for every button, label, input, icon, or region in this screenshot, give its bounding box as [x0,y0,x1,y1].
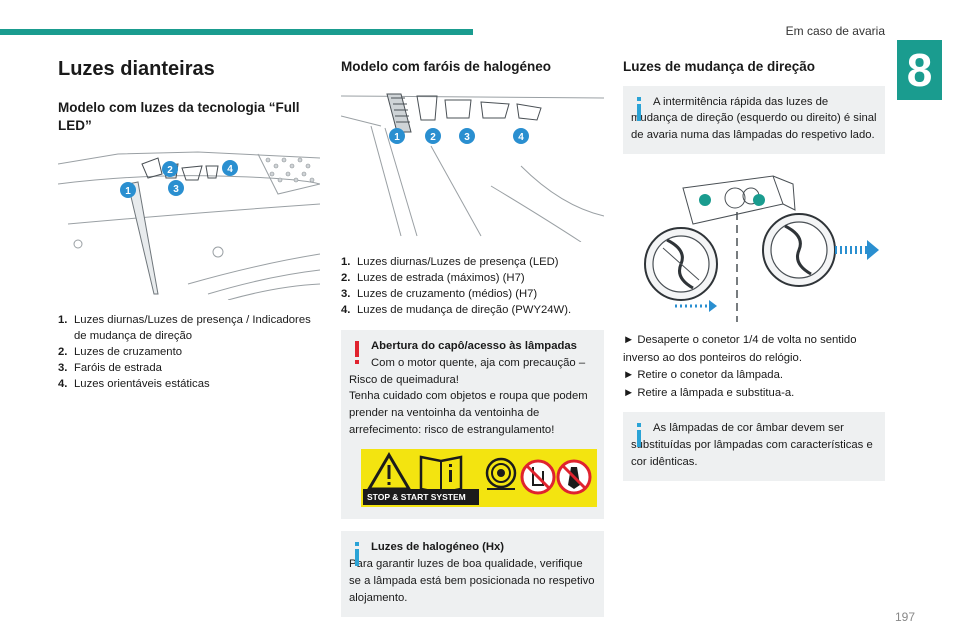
legend-item: 3.Faróis de estrada [58,362,162,375]
header-accent-bar [0,29,473,35]
amber-bulb-info-box: As lâmpadas de cor âmbar devem ser subst… [623,412,885,482]
callout-3: 3 [168,180,184,197]
step-item: ► Retire a lâmpada e substitua-a. [623,386,795,399]
stop-start-warning-strip: STOP & START SYSTEM [361,449,597,508]
halogen-info-box: Luzes de halogéneo (Hx) Para garantir lu… [341,531,604,618]
callout-4: 4 [513,127,529,144]
exclamation-icon [355,340,359,364]
page-number: 197 [895,610,916,624]
connector-removal-illustration [623,174,885,324]
halogen-illustration: 1 2 3 4 [341,86,604,242]
step-item: ► Retire o conetor da lâmpada. [623,369,784,382]
svg-text:3: 3 [173,184,179,195]
halogen-info-text: Para garantir luzes de boa qualidade, ve… [349,558,595,605]
svg-text:4: 4 [227,164,233,175]
halogen-legend: 1.Luzes diurnas/Luzes de presença (LED) … [341,254,604,318]
callout-1: 1 [120,182,136,199]
halogen-heading: Modelo com faróis de halogéneo [341,59,552,74]
svg-text:2: 2 [167,165,173,176]
connector-right [762,213,836,288]
callout-2: 2 [162,161,178,178]
full-led-legend: 1.Luzes diurnas/Luzes de presença / Indi… [58,312,320,392]
turn-signal-heading: Luzes de mudança de direção [623,59,816,74]
svg-text:3: 3 [464,132,470,143]
column-turn-signals: Luzes de mudança de direção A intermitên… [623,52,885,482]
full-led-illustration: 1 2 3 4 [58,144,320,301]
rotate-arrow-icon [675,300,717,313]
legend-item: 4.Luzes orientáveis estáticas [58,378,210,391]
callout-4: 4 [222,160,238,177]
fan-belt-icon [485,458,517,491]
amber-bulb-info-text: As lâmpadas de cor âmbar devem ser subst… [631,422,873,469]
no-hand-icon [520,459,556,495]
info-icon [637,423,641,448]
halogen-info-title: Luzes de halogéneo (Hx) [371,541,505,554]
legend-item: 1.Luzes diurnas/Luzes de presença (LED) [341,255,559,268]
column-halogen: Modelo com faróis de halogéneo 1 [341,52,604,618]
legend-item: 4.Luzes de mudança de direção (PWY24W). [341,303,572,316]
svg-text:1: 1 [394,132,400,143]
warning-box: Abertura do capô/acesso às lâmpadas Com … [341,329,604,520]
legend-item: 1.Luzes diurnas/Luzes de presença / Indi… [58,314,311,343]
pull-arrow-icon [835,240,879,261]
svg-text:1: 1 [125,186,131,197]
column-full-led: Luzes dianteiras Modelo com luzes da tec… [58,52,320,392]
page-title: Luzes dianteiras [58,58,215,80]
replacement-steps: ► Desaperte o conetor 1/4 de volta no se… [623,332,885,402]
no-tie-icon [556,459,592,495]
legend-item: 2.Luzes de estrada (máximos) (H7) [341,271,525,284]
legend-item: 3.Luzes de cruzamento (médios) (H7) [341,287,538,300]
callout-2: 2 [425,127,441,144]
connector-left [644,227,718,302]
full-led-heading: Modelo com luzes da tecnologia “Full LED… [58,100,300,133]
warning-title: Abertura do capô/acesso às lâmpadas [371,339,577,352]
svg-text:2: 2 [430,132,436,143]
callout-1: 1 [389,127,405,144]
warning-text-2: Tenha cuidado com objetos e roupa que po… [349,390,588,437]
stop-start-caption: STOP & START SYSTEM [363,488,479,506]
info-icon [355,542,359,567]
turn-signal-info-text: A intermitência rápida das luzes de muda… [631,95,877,142]
svg-text:4: 4 [518,132,524,143]
info-icon [637,96,641,121]
warning-triangle-icon [366,452,412,491]
legend-item: 2.Luzes de cruzamento [58,346,183,359]
callout-3: 3 [459,127,475,144]
turn-signal-info-box: A intermitência rápida das luzes de muda… [623,85,885,155]
chapter-tab: 8 [897,40,942,100]
warning-text-1: Com o motor quente, aja com precaução – … [349,356,586,386]
section-title: Em caso de avaria [785,24,885,38]
step-item: ► Desaperte o conetor 1/4 de volta no se… [623,334,857,364]
